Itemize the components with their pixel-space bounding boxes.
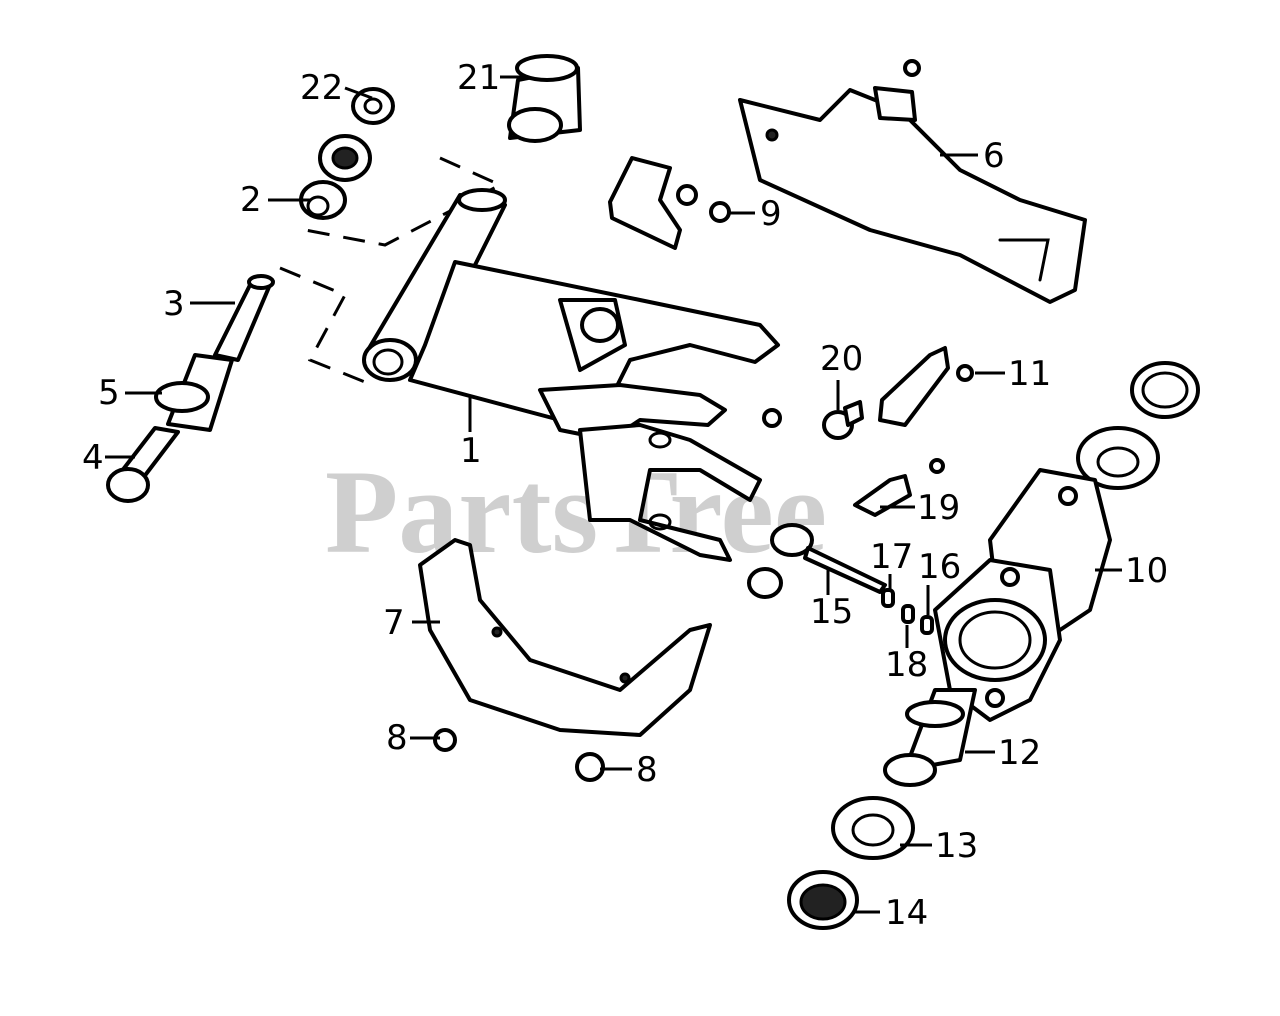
part-19-link[interactable] xyxy=(853,458,945,517)
part-8-nut-b[interactable] xyxy=(575,752,605,782)
callout-19[interactable]: 19 xyxy=(917,488,960,528)
part-8-nut-a[interactable] xyxy=(433,728,457,752)
part-22-nut[interactable] xyxy=(351,87,395,125)
part-15-rod[interactable] xyxy=(747,523,887,599)
callout-7[interactable]: 7 xyxy=(383,603,405,643)
part-16-pin[interactable] xyxy=(920,615,934,635)
callout-20[interactable]: 20 xyxy=(820,339,863,379)
part-18-pin[interactable] xyxy=(901,604,915,624)
part-13-bearing[interactable] xyxy=(831,796,915,860)
callout-15[interactable]: 15 xyxy=(810,592,853,632)
callout-13[interactable]: 13 xyxy=(935,826,978,866)
callout-14[interactable]: 14 xyxy=(885,893,928,933)
part-17-pin[interactable] xyxy=(881,588,895,608)
part-5-bushing[interactable] xyxy=(154,353,234,432)
part-3-shaft[interactable] xyxy=(213,274,275,362)
callout-4[interactable]: 4 xyxy=(82,438,104,478)
callout-2[interactable]: 2 xyxy=(240,180,262,220)
callout-17[interactable]: 17 xyxy=(870,537,913,577)
watermark: PartsTree xyxy=(325,445,827,578)
callout-6[interactable]: 6 xyxy=(983,136,1005,176)
callout-3[interactable]: 3 xyxy=(163,284,185,324)
callout-8a[interactable]: 8 xyxy=(386,718,408,758)
callout-12[interactable]: 12 xyxy=(998,733,1041,773)
callout-21[interactable]: 21 xyxy=(457,58,500,98)
part-6-cover[interactable] xyxy=(738,59,1087,304)
part-20-bolt[interactable] xyxy=(822,400,864,440)
part-4-bolt[interactable] xyxy=(106,426,180,503)
part-1-arm-frame[interactable] xyxy=(362,188,780,562)
part-12-tube[interactable] xyxy=(883,688,977,787)
callout-11[interactable]: 11 xyxy=(1008,354,1051,394)
callout-9[interactable]: 9 xyxy=(760,194,782,234)
part-9-bracket[interactable] xyxy=(608,156,731,250)
callout-8b[interactable]: 8 xyxy=(636,750,658,790)
callout-5[interactable]: 5 xyxy=(98,373,120,413)
part-nut-small[interactable] xyxy=(762,408,782,428)
part-14-seal[interactable] xyxy=(787,870,859,930)
part-11-link[interactable] xyxy=(878,346,974,427)
explode-lines xyxy=(279,156,504,384)
callout-18[interactable]: 18 xyxy=(885,645,928,685)
callouts: 22 21 2 3 5 4 1 6 9 11 20 19 10 7 8 8 15… xyxy=(82,58,1168,933)
part-7-guard[interactable] xyxy=(418,538,712,737)
callout-1[interactable]: 1 xyxy=(460,431,482,471)
callout-22[interactable]: 22 xyxy=(300,68,343,108)
part-10-housing[interactable] xyxy=(933,361,1200,722)
part-21-sleeve[interactable] xyxy=(507,54,582,143)
leader-lines xyxy=(105,75,1122,914)
part-2-bearing[interactable] xyxy=(299,134,372,220)
callout-10[interactable]: 10 xyxy=(1125,551,1168,591)
callout-16[interactable]: 16 xyxy=(918,547,961,587)
